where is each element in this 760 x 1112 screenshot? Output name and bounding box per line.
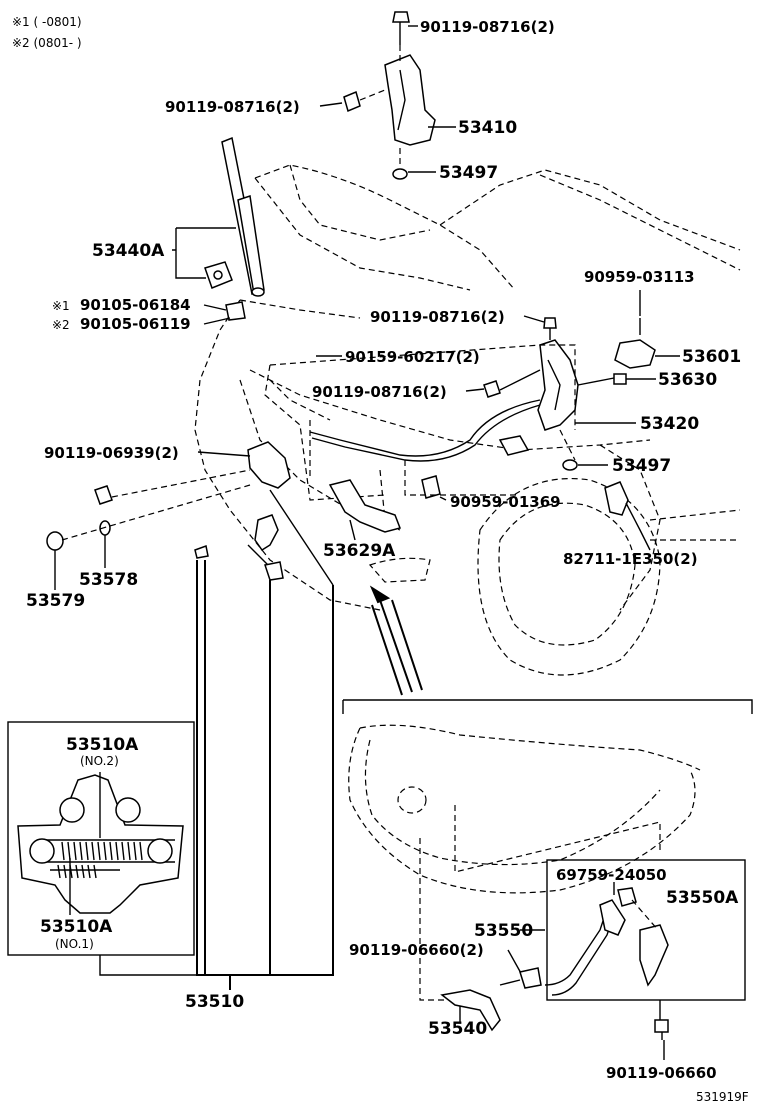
label-53578: 53578: [79, 570, 138, 590]
hood-latch-hook: [328, 479, 401, 533]
label-53510A-no1: 53510A: [40, 917, 113, 937]
label-90959-03113: 90959-03113: [584, 268, 695, 286]
label-53550A: 53550A: [666, 888, 739, 908]
label-53420: 53420: [640, 414, 699, 434]
label-no1: (NO.1): [55, 937, 94, 951]
label-53410: 53410: [458, 118, 517, 138]
mark-2: ※2: [52, 318, 70, 332]
label-90119-08716-lower: 90119-08716(2): [312, 383, 447, 401]
label-90119-08716-left: 90119-08716(2): [165, 98, 300, 116]
label-53579: 53579: [26, 591, 85, 611]
label-90159-60217: 90159-60217(2): [345, 348, 480, 366]
hood-release-lever: [46, 441, 291, 581]
label-no2: (NO.2): [80, 754, 119, 768]
hood-lock-assembly: [309, 317, 656, 516]
leader-lines: [54, 25, 680, 1060]
label-90105-06184: 90105-06184: [80, 296, 191, 314]
note-2: ※2 (0801- ): [12, 36, 82, 50]
vehicle-body-outline: [194, 164, 741, 676]
label-53550: 53550: [474, 921, 533, 941]
hood-support-strut: [204, 136, 265, 321]
label-53540: 53540: [428, 1019, 487, 1039]
mark-1: ※1: [52, 299, 70, 313]
label-90119-08716-top: 90119-08716(2): [420, 18, 555, 36]
label-90959-01369: 90959-01369: [450, 493, 561, 511]
parts-53510-bracket: [99, 489, 334, 990]
label-53629A: 53629A: [323, 541, 396, 561]
label-90119-06660-left: 90119-06660(2): [349, 941, 484, 959]
label-90105-06119: 90105-06119: [80, 315, 191, 333]
label-53510: 53510: [185, 992, 244, 1012]
hood-hinge: [343, 11, 436, 180]
label-69759-24050: 69759-24050: [556, 866, 667, 884]
label-53630: 53630: [658, 370, 717, 390]
label-82711-1E350: 82711-1E350(2): [563, 550, 698, 568]
detail-hood-front: [342, 699, 753, 1040]
label-53601: 53601: [682, 347, 741, 367]
label-53510A-no2: 53510A: [66, 735, 139, 755]
label-53497-top: 53497: [439, 163, 498, 183]
label-90119-08716-mid: 90119-08716(2): [370, 308, 505, 326]
label-53497-mid: 53497: [612, 456, 671, 476]
note-1: ※1 ( -0801): [12, 15, 82, 29]
part-labels: ※1 ( -0801) ※2 (0801- ) 90119-08716(2) 9…: [12, 15, 749, 1104]
detail-arrow: [369, 585, 423, 696]
figure-id: 531919F: [696, 1090, 749, 1104]
label-90119-06660-bottom: 90119-06660: [606, 1064, 717, 1082]
label-53440A: 53440A: [92, 241, 165, 261]
inset-53510A: [7, 721, 195, 956]
label-90119-06939: 90119-06939(2): [44, 444, 179, 462]
